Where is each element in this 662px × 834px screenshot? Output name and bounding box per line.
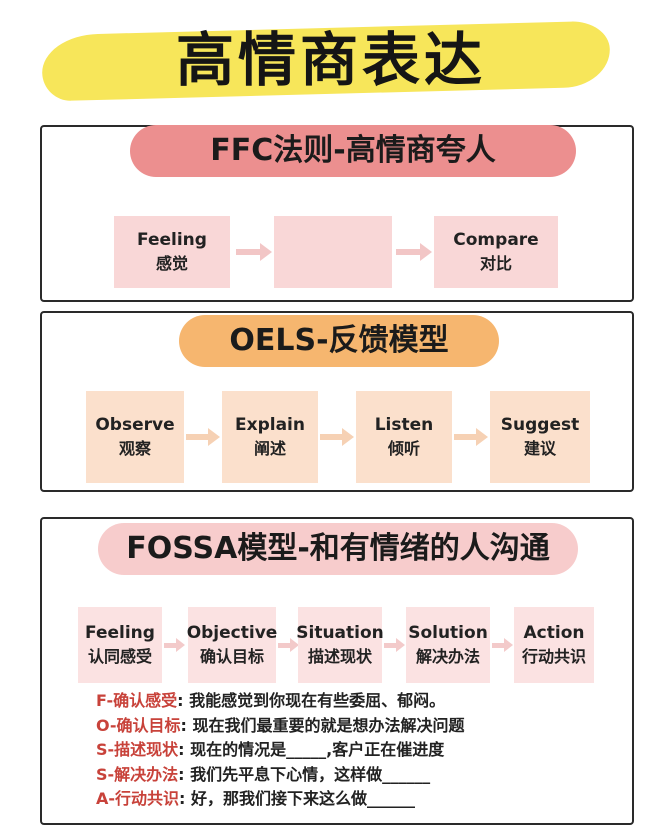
fossa-step-solution: Solution 解决办法 [406,607,490,683]
example-text: : 现在我们最重要的就是想办法解决问题 [180,715,465,735]
fossa-step-action: Action 行动共识 [514,607,594,683]
step-zh: 阐述 [253,439,286,458]
example-label: O-确认目标 [96,715,181,735]
step-zh: 对比 [479,254,512,273]
example-label: S-解决办法 [96,764,179,784]
example-text: : 现在的情况是_____,客户正在催进度 [178,740,445,759]
fossa-panel: FOSSA模型-和有情绪的人沟通 Feeling 认同感受 Objective … [40,517,634,825]
step-en: Compare [453,230,539,250]
step-en: Solution [408,623,488,643]
page-title: 高情商表达 [175,26,486,94]
ffc-step-compare: Compare 对比 [434,216,558,288]
step-zh: 观察 [118,439,151,458]
example-label: S-描述现状 [96,740,179,759]
ffc-heading: FFC法则-高情商夸人 [130,125,576,177]
step-en: Listen [374,415,434,435]
example-label: F-确认感受 [96,691,178,710]
step-zh: 确认目标 [199,647,264,666]
step-zh: 认同感受 [87,647,152,666]
example-label: A-行动共识 [96,789,180,808]
step-zh: 倾听 [387,439,420,458]
example-line: A-行动共识: 好，那我们接下来这么做______ [96,787,616,812]
step-en: Objective [186,623,278,643]
step-en: Observe [95,415,175,435]
example-text: : 好，那我们接下来这么做______ [179,789,416,808]
step-en: Feeling [85,623,155,643]
ffc-panel: FFC法则-高情商夸人 Feeling 感觉 Compare 对比 [40,125,634,302]
step-zh: 描述现状 [307,647,372,666]
example-text: : 我们先平息下心情，这样做______ [178,764,431,784]
oels-step-observe: Observe 观察 [86,391,184,483]
oels-step-explain: Explain 阐述 [222,391,318,483]
oels-step-suggest: Suggest 建议 [490,391,590,483]
step-en: Explain [235,415,305,435]
fossa-step-feeling: Feeling 认同感受 [78,607,162,683]
fossa-step-situation: Situation 描述现状 [296,607,384,683]
fossa-heading: FOSSA模型-和有情绪的人沟通 [98,523,578,575]
ffc-step-feeling: Feeling 感觉 [114,216,230,288]
ffc-step-blank [274,216,392,288]
example-line: F-确认感受: 我能感觉到你现在有些委屈、郁闷。 [96,689,616,714]
example-line: S-解决办法: 我们先平息下心情，这样做______ [96,763,616,788]
step-zh: 行动共识 [521,647,586,666]
fossa-examples: F-确认感受: 我能感觉到你现在有些委屈、郁闷。 O-确认目标: 现在我们最重要… [96,689,616,812]
oels-heading: OELS-反馈模型 [179,315,499,367]
step-zh: 感觉 [155,254,188,273]
oels-step-listen: Listen 倾听 [356,391,452,483]
step-en: Suggest [500,415,580,435]
example-line: O-确认目标: 现在我们最重要的就是想办法解决问题 [96,714,616,739]
step-zh: 建议 [523,439,556,458]
step-en: Feeling [137,230,207,250]
step-en: Action [523,623,585,643]
oels-panel: OELS-反馈模型 Observe 观察 Explain 阐述 Listen 倾… [40,311,634,492]
fossa-step-objective: Objective 确认目标 [186,607,278,683]
step-zh: 解决办法 [415,647,480,666]
example-text: : 我能感觉到你现在有些委屈、郁闷。 [177,691,446,710]
example-line: S-描述现状: 现在的情况是_____,客户正在催进度 [96,738,616,763]
step-en: Situation [296,623,384,643]
